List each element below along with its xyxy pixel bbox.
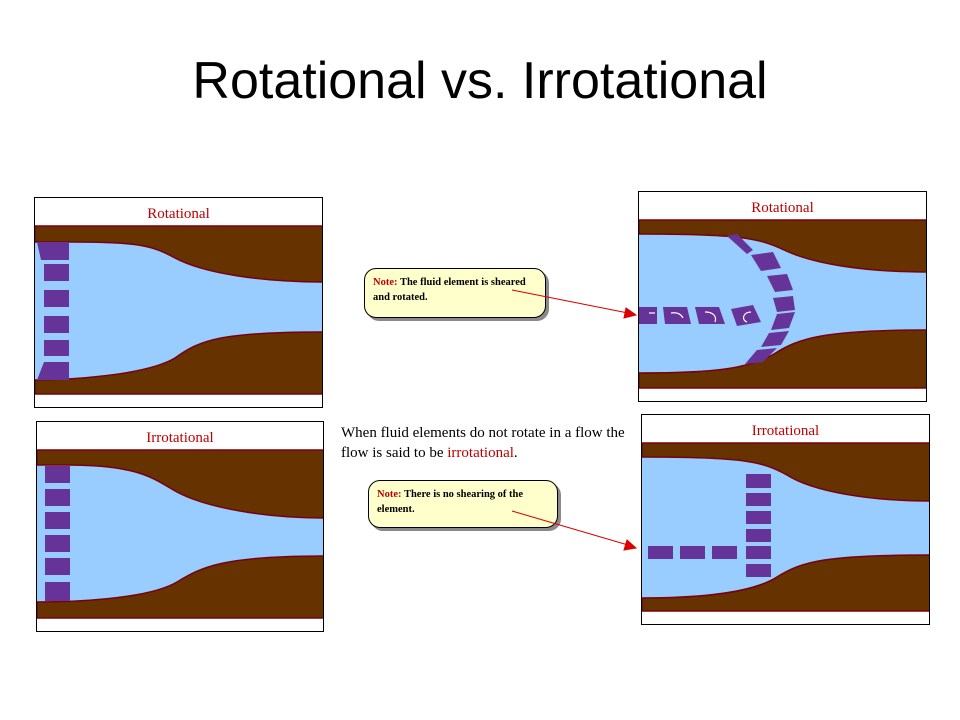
fluid-element-row bbox=[648, 546, 737, 559]
fluid-element bbox=[45, 582, 70, 601]
rotation-arrow-icon bbox=[704, 311, 717, 323]
rotation-arrow-icon bbox=[742, 311, 752, 323]
bottom-wall bbox=[639, 329, 926, 389]
panel-label: Irrotational bbox=[751, 423, 820, 439]
sheared-element-arc bbox=[727, 234, 795, 364]
fluid-element bbox=[45, 558, 70, 575]
arrowhead-icon bbox=[623, 539, 638, 551]
fluid-element-stack bbox=[45, 466, 70, 601]
fluid-element-column bbox=[746, 474, 771, 577]
bottom-wall bbox=[37, 555, 323, 619]
panel-label: Irrotational bbox=[146, 430, 214, 446]
panel-irrotational-left: Irrotational bbox=[36, 421, 324, 632]
fluid-element-stack bbox=[37, 242, 69, 380]
fluid-element bbox=[45, 489, 70, 506]
sheared-element bbox=[773, 296, 795, 312]
panel-rotational-right: Rotational bbox=[638, 191, 927, 402]
note-label: Note: bbox=[373, 277, 398, 288]
rotating-element-row bbox=[639, 305, 761, 326]
fluid-element bbox=[37, 362, 69, 380]
channel-diagram-rotational-left bbox=[35, 225, 322, 395]
rotation-arrow-icon bbox=[670, 312, 684, 319]
fluid-element bbox=[746, 511, 771, 524]
fluid-element bbox=[746, 474, 771, 488]
channel-diagram-irrotational-left bbox=[37, 449, 323, 619]
slide-title: Rotational vs. Irrotational bbox=[192, 52, 768, 110]
sheared-element bbox=[751, 252, 781, 271]
caption-end: . bbox=[513, 445, 518, 461]
fluid-element bbox=[746, 546, 771, 559]
arrowhead-icon bbox=[623, 307, 638, 319]
top-wall bbox=[35, 225, 322, 283]
fluid-element bbox=[44, 340, 69, 356]
fluid-element bbox=[695, 307, 725, 324]
fluid-element bbox=[746, 529, 771, 542]
note-text: There is no shearing of the element. bbox=[377, 489, 524, 515]
fluid-element bbox=[648, 546, 673, 559]
fluid-element bbox=[45, 466, 70, 483]
sheared-element bbox=[767, 274, 793, 292]
fluid-element bbox=[44, 316, 69, 333]
top-wall bbox=[37, 449, 323, 519]
caption-text: When fluid elements do not rotate in a f… bbox=[341, 425, 625, 461]
note-rotational: Note: The fluid element is sheared and r… bbox=[364, 268, 546, 318]
caption-highlight: irrotational bbox=[447, 445, 514, 461]
irrotational-definition: When fluid elements do not rotate in a f… bbox=[341, 423, 626, 463]
panel-irrotational-right: Irrotational bbox=[641, 414, 930, 625]
fluid-element bbox=[680, 546, 705, 559]
top-wall bbox=[642, 442, 929, 502]
sheared-element bbox=[727, 234, 753, 254]
fluid-element bbox=[746, 564, 771, 577]
fluid-element bbox=[44, 290, 69, 307]
fluid-element bbox=[45, 512, 70, 529]
fluid-element bbox=[731, 305, 761, 326]
rotation-arrows bbox=[649, 311, 752, 323]
channel-diagram-irrotational-right bbox=[642, 442, 929, 612]
top-wall bbox=[639, 219, 926, 273]
fluid-element bbox=[37, 242, 69, 260]
fluid-element bbox=[712, 546, 737, 559]
fluid-element bbox=[45, 535, 70, 552]
panel-label: Rotational bbox=[751, 200, 814, 216]
fluid-element bbox=[746, 493, 771, 506]
sheared-element bbox=[771, 312, 795, 330]
sheared-element bbox=[761, 331, 789, 347]
fluid-element bbox=[663, 307, 691, 324]
sheared-element bbox=[745, 348, 777, 364]
fluid-element bbox=[44, 264, 69, 281]
fluid-element bbox=[639, 307, 657, 324]
channel-diagram-rotational-right bbox=[639, 219, 926, 389]
panel-rotational-left: Rotational bbox=[34, 197, 323, 408]
note-text: The fluid element is sheared and rotated… bbox=[373, 277, 526, 303]
bottom-wall bbox=[35, 331, 322, 395]
note-irrotational: Note: There is no shearing of the elemen… bbox=[368, 480, 558, 528]
bottom-wall bbox=[642, 554, 929, 612]
note-label: Note: bbox=[377, 489, 402, 500]
panel-label: Rotational bbox=[147, 206, 210, 222]
